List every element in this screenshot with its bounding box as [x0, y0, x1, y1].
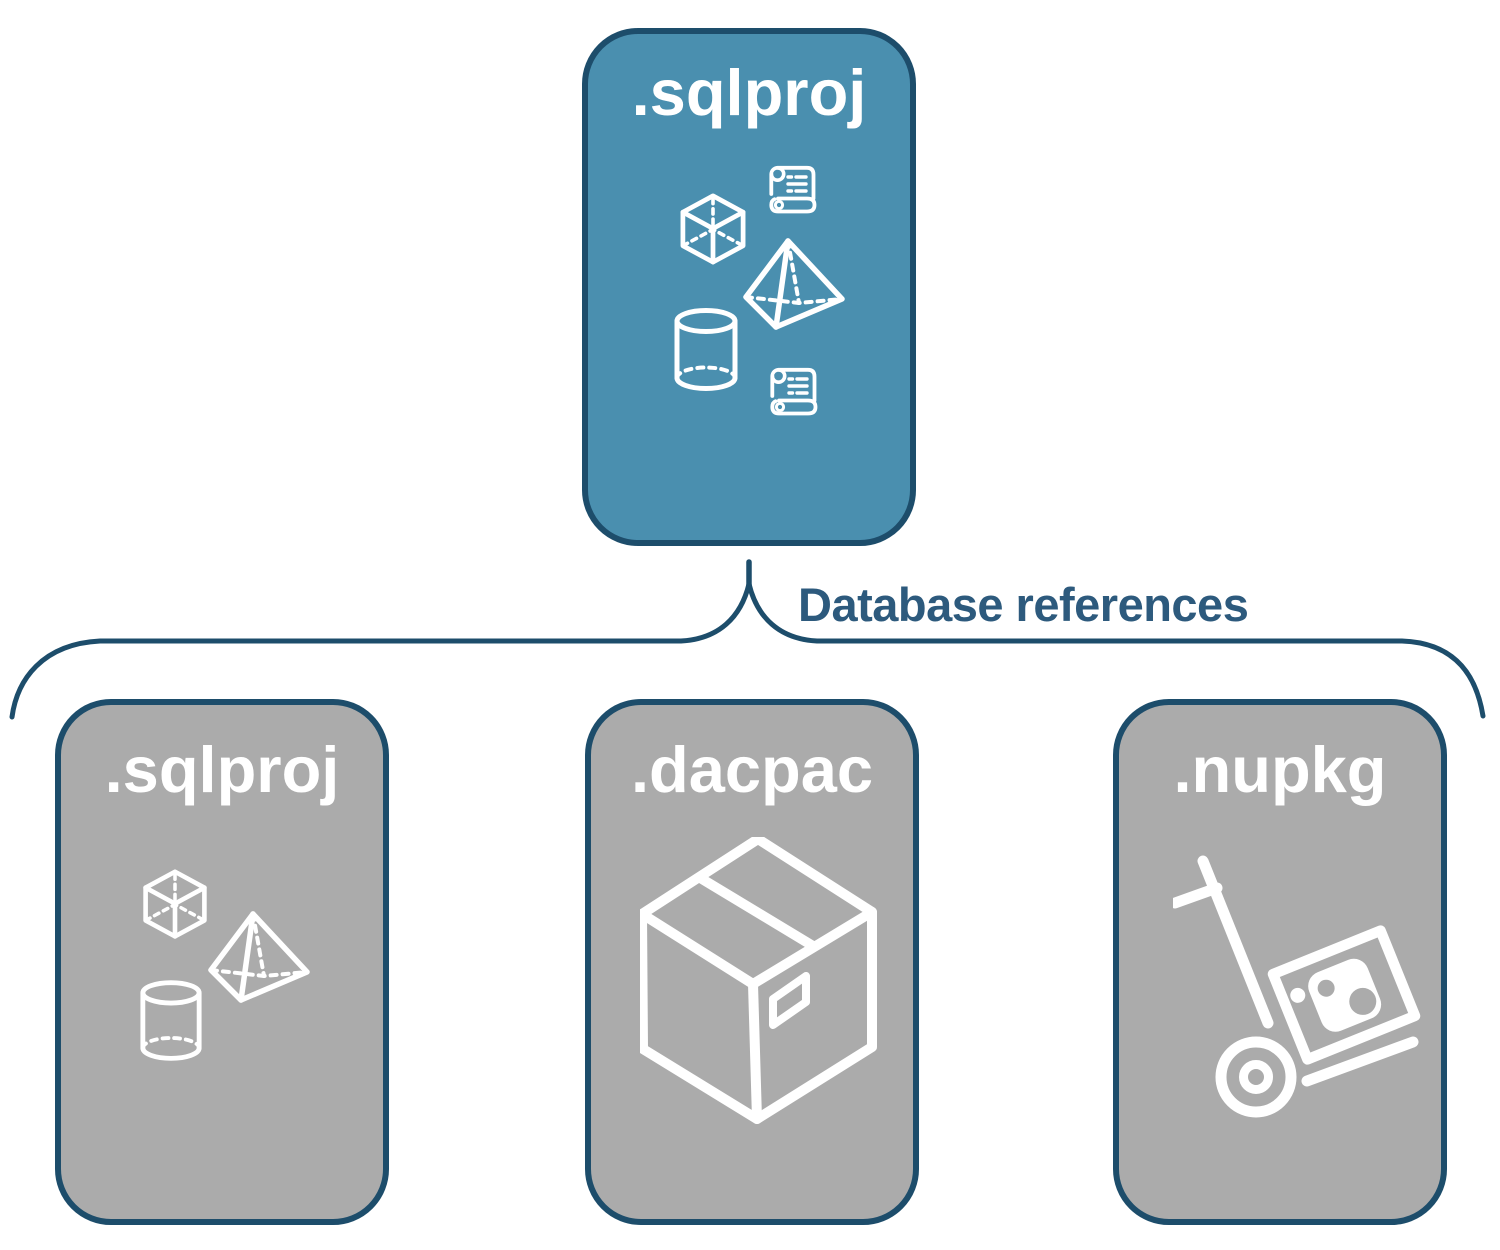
- hand-truck-plate: [1301, 1036, 1419, 1087]
- pyramid-icon: [743, 238, 845, 330]
- root-card-label: .sqlproj: [631, 56, 867, 129]
- connector-brace-path: [9, 583, 1486, 720]
- pyramid-icon: [208, 911, 310, 1003]
- child-card-nupkg: .nupkg: [1113, 699, 1447, 1225]
- scroll-icon: [769, 165, 817, 214]
- hand-truck-grip: [1173, 882, 1223, 909]
- cylinder-icon: [140, 980, 202, 1061]
- nuget-hand-truck-icon: [1173, 855, 1421, 1118]
- nuget-logo-hole-large: [1349, 987, 1377, 1015]
- child-card-sqlproj: .sqlproj: [55, 699, 389, 1225]
- cylinder-icon: [674, 308, 738, 391]
- root-card-sqlproj: .sqlproj: [582, 28, 916, 546]
- cube-icon: [680, 193, 746, 265]
- hand-truck-wheel-inner: [1239, 1060, 1273, 1094]
- nuget-logo-hole-small: [1317, 979, 1335, 997]
- connector-label: Database references: [798, 578, 1249, 631]
- cube-icon: [143, 869, 207, 939]
- child-card-dacpac: .dacpac: [585, 699, 919, 1225]
- scroll-icon: [770, 367, 818, 416]
- child-card-label: .dacpac: [630, 733, 874, 806]
- hand-truck-wheel-outer: [1215, 1036, 1297, 1118]
- nuget-logo-dot: [1290, 987, 1306, 1003]
- nuget-package: [1267, 925, 1421, 1065]
- child-card-label: .sqlproj: [104, 733, 340, 806]
- child-card-label: .nupkg: [1173, 733, 1387, 806]
- package-box-icon: [640, 837, 877, 1124]
